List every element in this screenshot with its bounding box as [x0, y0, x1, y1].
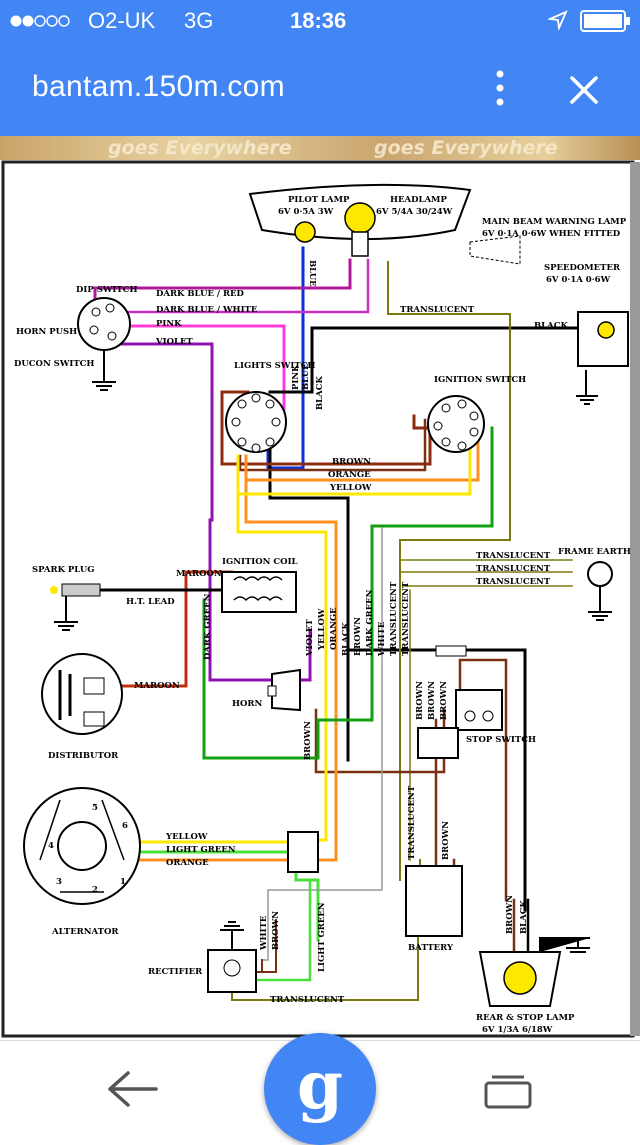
- wire-label: BROWN: [332, 457, 371, 467]
- clock: 18:36: [290, 8, 347, 33]
- wire-label: BLACK: [519, 899, 529, 934]
- banner-text: goes Everywhere: [108, 137, 292, 159]
- main-beam-rating: 6V 0·1A 0·6W WHEN FITTED: [482, 229, 621, 239]
- google-search-button[interactable]: g: [264, 1033, 376, 1145]
- headlamp-rating: 6V 5/4A 30/24W: [376, 207, 453, 217]
- main-beam-label: MAIN BEAM WARNING LAMP: [482, 217, 627, 227]
- stop-switch-label: STOP SWITCH: [466, 735, 536, 745]
- google-g-icon: g: [296, 1046, 344, 1124]
- alternator-label: ALTERNATOR: [51, 927, 119, 937]
- wire-label: MAROON: [134, 681, 180, 691]
- rectifier-label: RECTIFIER: [148, 967, 203, 977]
- wire-label: ORANGE: [328, 470, 371, 480]
- wire-label: PINK: [156, 319, 182, 329]
- wiring-diagram: PILOT LAMP 6V 0·5A 3W HEADLAMP 6V 5/4A 3…: [0, 160, 640, 1040]
- wire-label: BLACK: [341, 621, 351, 656]
- wire-label: BROWN: [353, 617, 363, 656]
- wire-label: TRANSLUCENT: [401, 581, 411, 656]
- wire-label: TRANSLUCENT: [476, 577, 551, 587]
- ignition-switch-label: IGNITION SWITCH: [434, 375, 526, 385]
- status-bar: O2-UK 3G 18:36: [0, 0, 640, 40]
- horn-label: HORN: [232, 699, 262, 709]
- wire-label: LIGHT GREEN: [166, 845, 236, 855]
- wire-label: BROWN: [427, 681, 437, 720]
- back-arrow-icon[interactable]: [104, 1069, 160, 1109]
- wire-label: TRANSLUCENT: [400, 305, 475, 315]
- tabs-icon[interactable]: [482, 1071, 534, 1111]
- wire-label: MAROON: [176, 569, 222, 579]
- wire-label: ORANGE: [329, 607, 339, 650]
- wire-label: TRANSLUCENT: [476, 564, 551, 574]
- wire-label: BLACK: [315, 375, 325, 410]
- wiring-diagram-svg: PILOT LAMP 6V 0·5A 3W HEADLAMP 6V 5/4A 3…: [1, 160, 640, 1038]
- network-type: 3G: [184, 8, 214, 33]
- ducon-switch-label: DUCON SWITCH: [14, 359, 94, 369]
- terminal-label: 1: [120, 877, 126, 887]
- wire-label: BROWN: [439, 681, 449, 720]
- carrier-name: O2-UK: [88, 8, 156, 33]
- ignition-coil-label: IGNITION COIL: [222, 557, 298, 567]
- pilot-lamp-rating: 6V 0·5A 3W: [278, 207, 334, 217]
- signal-icon: [10, 14, 74, 33]
- frame-earth-label: FRAME EARTH: [558, 547, 631, 557]
- terminal-label: 3: [56, 877, 62, 887]
- wire-label: DARK GREEN: [365, 589, 375, 656]
- wire-label: BLUE: [301, 363, 311, 390]
- wire-label: TRANSLUCENT: [389, 581, 399, 656]
- wire-label: DARK BLUE / RED: [156, 289, 245, 299]
- speedometer-label: SPEEDOMETER: [544, 263, 621, 273]
- wire-label: BROWN: [441, 821, 451, 860]
- wire-label: TRANSLUCENT: [476, 551, 551, 561]
- browser-toolbar: bantam.150m.com: [0, 40, 640, 136]
- close-icon[interactable]: [566, 72, 602, 108]
- horn-push-label: HORN PUSH: [16, 327, 77, 337]
- distributor-label: DISTRIBUTOR: [48, 751, 119, 761]
- wire-label: BROWN: [415, 681, 425, 720]
- wire-label: VIOLET: [305, 619, 315, 657]
- terminal-label: 4: [48, 841, 54, 851]
- wire-label: BROWN: [271, 911, 281, 950]
- speedometer-rating: 6V 0·1A 0·6W: [546, 275, 611, 285]
- wire-label: TRANSLUCENT: [270, 995, 345, 1005]
- bottom-navigation: g: [0, 1033, 640, 1145]
- wire-label: DARK GREEN: [203, 593, 213, 660]
- terminal-label: 5: [92, 803, 98, 813]
- dip-switch-label: DIP SWITCH: [76, 285, 137, 295]
- wire-label: BROWN: [505, 895, 515, 934]
- rear-lamp-label: REAR & STOP LAMP: [476, 1013, 575, 1023]
- headlamp-label: HEADLAMP: [390, 195, 447, 205]
- location-arrow-icon: [546, 10, 568, 35]
- pilot-lamp-label: PILOT LAMP: [288, 195, 350, 205]
- wire-label: YELLOW: [329, 483, 372, 493]
- rear-lamp-rating: 6V 1/3A 6/18W: [482, 1025, 553, 1035]
- wire-label: WHITE: [259, 915, 269, 951]
- url-display[interactable]: bantam.150m.com: [32, 70, 285, 103]
- battery-icon: [580, 10, 632, 37]
- wire-label: BLACK: [534, 321, 569, 331]
- wire-label: PINK: [291, 364, 301, 390]
- wire-label: BLUE: [307, 260, 317, 287]
- wire-label: ORANGE: [166, 858, 209, 868]
- wire-label: LIGHT GREEN: [317, 902, 327, 972]
- battery-label: BATTERY: [408, 943, 454, 953]
- lights-switch-label: LIGHTS SWITCH: [234, 361, 315, 371]
- wire-label: WHITE: [377, 621, 387, 657]
- ht-lead-label: H.T. LEAD: [126, 597, 175, 607]
- wire-label: YELLOW: [317, 608, 327, 651]
- wire-label: VIOLET: [155, 337, 193, 347]
- wire-label: TRANSLUCENT: [407, 785, 417, 860]
- more-options-icon[interactable]: [486, 68, 514, 108]
- terminal-label: 6: [122, 821, 128, 831]
- terminal-label: 2: [92, 885, 98, 895]
- spark-plug-label: SPARK PLUG: [32, 565, 95, 575]
- wire-label: YELLOW: [165, 832, 208, 842]
- wire-label: BROWN: [303, 721, 313, 760]
- banner-text: goes Everywhere: [374, 137, 558, 159]
- page-banner: goes Everywhere goes Everywhere: [0, 136, 640, 160]
- wire-label: DARK BLUE / WHITE: [156, 305, 258, 315]
